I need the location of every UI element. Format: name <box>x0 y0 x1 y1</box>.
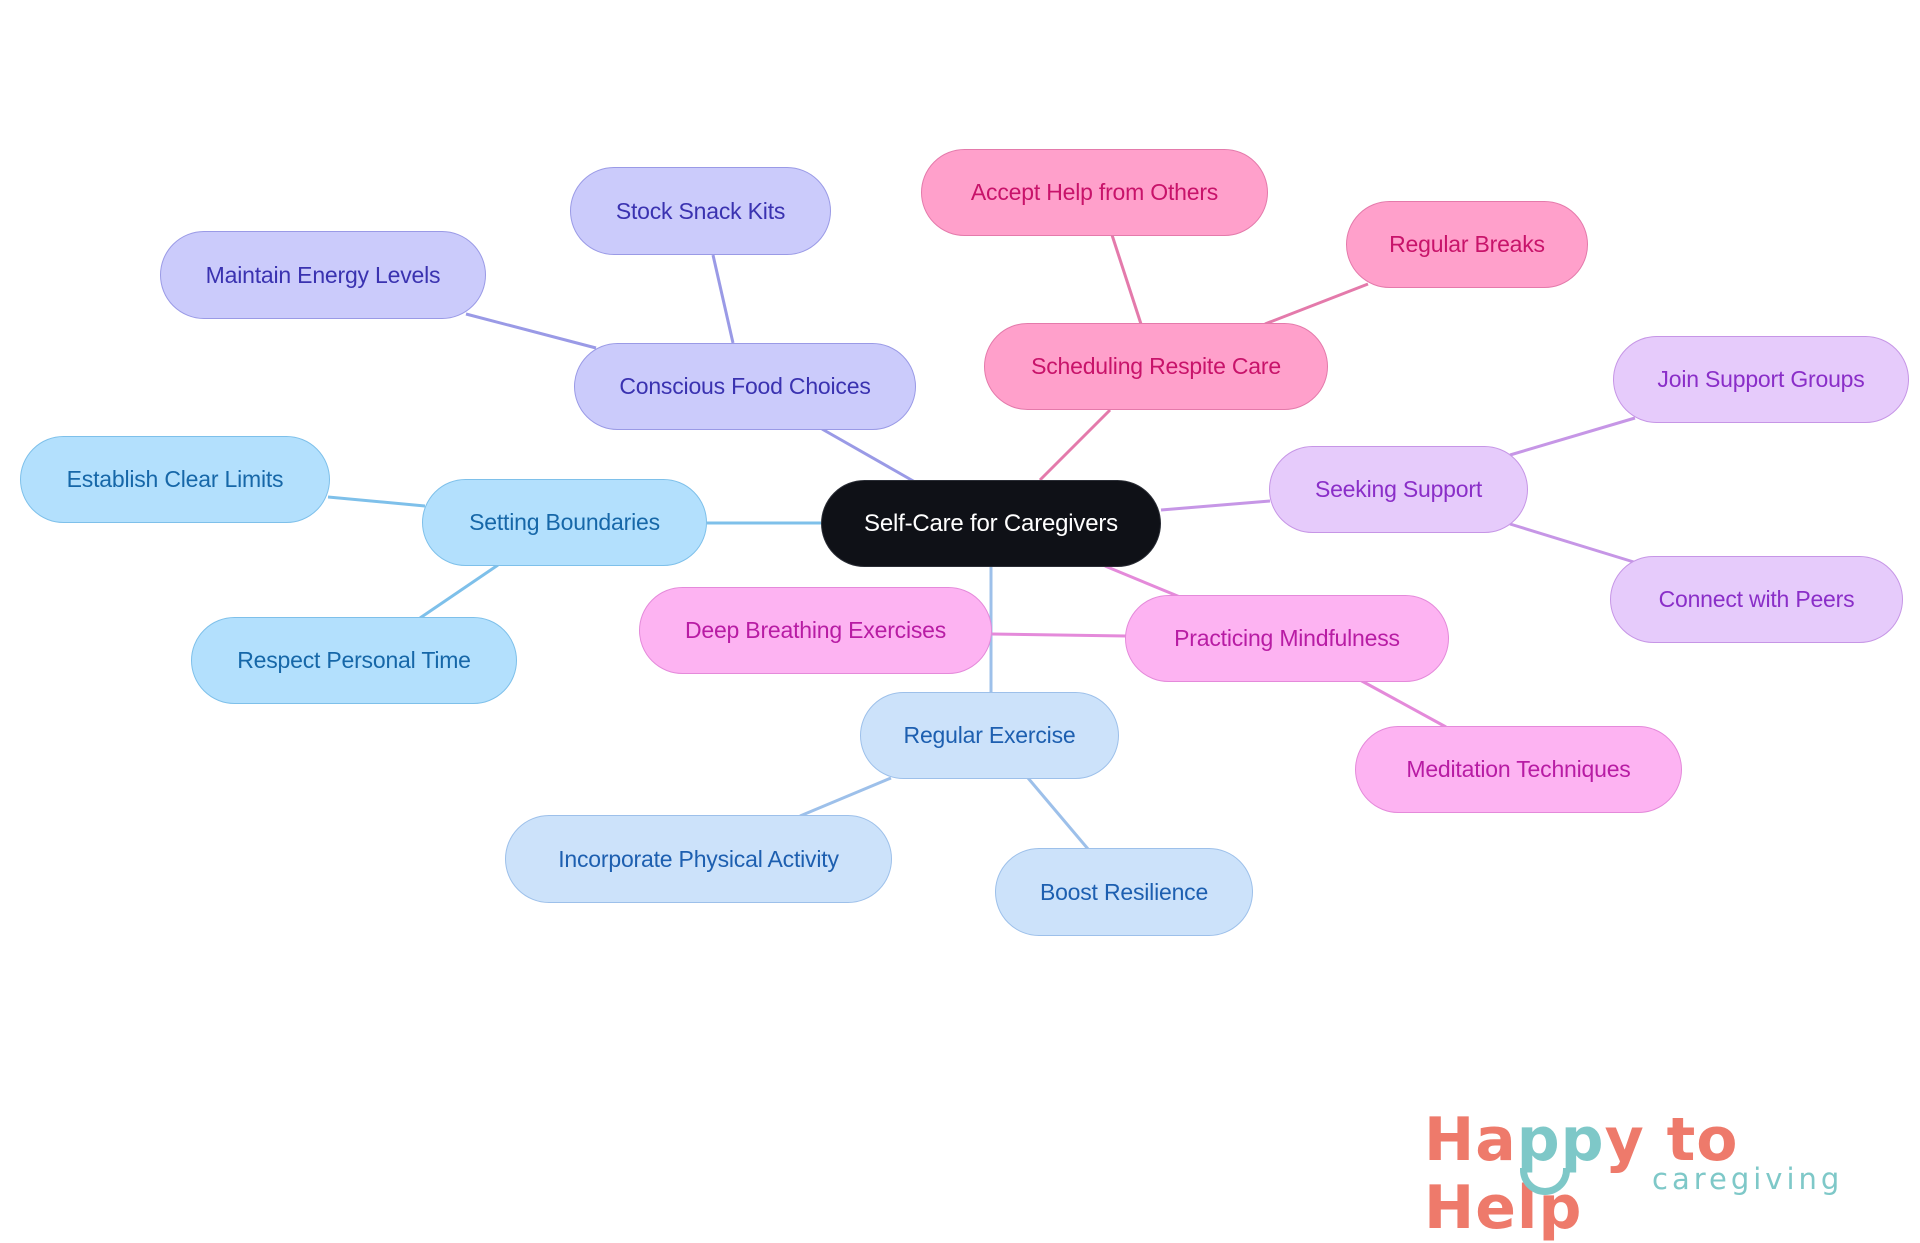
leaf-node-regular-breaks[interactable]: Regular Breaks <box>1346 201 1588 288</box>
happy-to-help-logo: Happy to Help caregiving <box>1420 1105 1890 1242</box>
logo-tagline: caregiving <box>1652 1162 1844 1196</box>
leaf-node-respect-personal-time[interactable]: Respect Personal Time <box>191 617 517 704</box>
leaf-node-establish-clear-limits[interactable]: Establish Clear Limits <box>20 436 330 523</box>
leaf-node-join-support-groups[interactable]: Join Support Groups <box>1613 336 1909 423</box>
branch-node-regular-exercise[interactable]: Regular Exercise <box>860 692 1119 779</box>
branch-node-seeking-support[interactable]: Seeking Support <box>1269 446 1528 533</box>
logo-text-pp: pp <box>1516 1105 1605 1175</box>
smile-icon <box>1520 1168 1570 1195</box>
branch-node-scheduling-respite-care[interactable]: Scheduling Respite Care <box>984 323 1328 410</box>
branch-node-setting-boundaries[interactable]: Setting Boundaries <box>422 479 707 566</box>
leaf-node-deep-breathing-exercises[interactable]: Deep Breathing Exercises <box>639 587 992 674</box>
center-node[interactable]: Self-Care for Caregivers <box>821 480 1161 567</box>
leaf-node-maintain-energy-levels[interactable]: Maintain Energy Levels <box>160 231 486 319</box>
leaf-node-boost-resilience[interactable]: Boost Resilience <box>995 848 1253 936</box>
branch-node-conscious-food-choices[interactable]: Conscious Food Choices <box>574 343 916 430</box>
leaf-node-connect-with-peers[interactable]: Connect with Peers <box>1610 556 1903 643</box>
leaf-node-stock-snack-kits[interactable]: Stock Snack Kits <box>570 167 831 255</box>
connector-lines <box>327 234 1638 850</box>
leaf-node-accept-help-from-others[interactable]: Accept Help from Others <box>921 149 1268 236</box>
logo-text-ha: Ha <box>1424 1105 1517 1175</box>
leaf-node-meditation-techniques[interactable]: Meditation Techniques <box>1355 726 1682 813</box>
branch-node-practicing-mindfulness[interactable]: Practicing Mindfulness <box>1125 595 1449 682</box>
leaf-node-incorporate-physical-activity[interactable]: Incorporate Physical Activity <box>505 815 892 903</box>
